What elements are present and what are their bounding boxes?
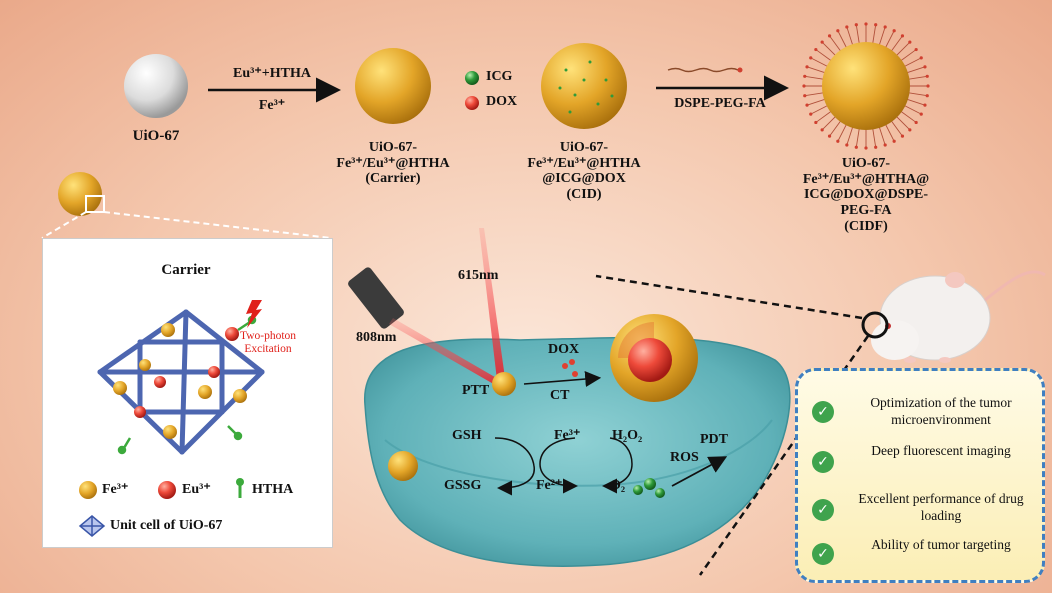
legend-unit-cell-icon [78, 515, 106, 537]
label-cid: UiO-67-Fe³⁺/Eu³⁺@HTHA@ICG@DOX(CID) [527, 140, 641, 203]
uio67-particle [124, 54, 188, 118]
label-icg: ICG [486, 69, 513, 84]
laser-beam-808 [389, 318, 500, 386]
feature-item: ✓ Excellent performance of drug loading [798, 485, 1042, 535]
icg-dot [465, 71, 479, 85]
legend-htha-icon [236, 478, 244, 498]
legend-fe-icon [79, 481, 97, 499]
dox-core [628, 338, 672, 382]
carrier-particle [355, 48, 431, 124]
label-pdt: PDT [700, 432, 728, 447]
legend-eu-label: Eu³⁺ [182, 482, 211, 497]
features-panel: ✓ Optimization of the tumor microenviron… [795, 368, 1045, 583]
zoom-source-particle [58, 172, 102, 216]
dox-dot [465, 96, 479, 110]
check-icon: ✓ [812, 451, 834, 473]
label-uio67: UiO-67 [132, 128, 180, 144]
lattice-fe-ions [113, 323, 247, 439]
tumor-edge-particle [388, 451, 418, 481]
laser-beam-615 [479, 228, 505, 380]
label-gssg: GSSG [444, 478, 482, 493]
mouse-tumor-marker [861, 311, 889, 339]
label-step1-fe: Fe³⁺ [258, 98, 286, 113]
label-cidf: UiO-67-Fe³⁺/Eu³⁺@HTHA@ICG@DOX@DSPE-PEG-F… [802, 156, 930, 234]
excitation-bolt-icon [246, 300, 262, 328]
arrow-ct [523, 371, 602, 388]
cidf-particle [822, 42, 910, 130]
lattice-eu-ions [134, 327, 239, 418]
label-carrier: UiO-67-Fe³⁺/Eu³⁺@HTHA(Carrier) [336, 140, 450, 187]
label-fe3: Fe³⁺ [554, 428, 581, 443]
check-icon: ✓ [812, 401, 834, 423]
arrow-ros [671, 456, 728, 487]
label-h2o2: H₂O₂ [612, 428, 643, 443]
pointer-line-upper [595, 274, 863, 320]
legend-unit-cell-label: Unit cell of UiO-67 [110, 518, 223, 533]
label-fe2: Fe²⁺ [536, 478, 563, 493]
label-dspe-peg-fa: DSPE-PEG-FA [674, 96, 766, 111]
feature-item: ✓ Deep fluorescent imaging [798, 439, 1042, 489]
label-ros: ROS [670, 450, 699, 465]
check-icon: ✓ [812, 499, 834, 521]
label-dox-release: DOX [548, 342, 580, 357]
label-gsh: GSH [452, 428, 482, 443]
label-o2: O₂ [610, 478, 626, 493]
dspe-peg-fa-chain [667, 67, 739, 73]
carrier-title: Carrier [161, 262, 211, 278]
label-ct: CT [550, 388, 570, 403]
cid-particle [541, 43, 627, 129]
label-step1-reagents: Eu³⁺+HTHA [233, 66, 311, 81]
cid-surface-dots [558, 60, 614, 114]
label-ptt: PTT [462, 383, 490, 398]
ptt-particle [492, 372, 516, 396]
label-615nm: 615nm [458, 268, 499, 283]
legend-fe-label: Fe³⁺ [102, 482, 129, 497]
check-icon: ✓ [812, 543, 834, 565]
legend-eu-icon [158, 481, 176, 499]
feature-item: ✓ Optimization of the tumor microenviron… [798, 389, 1042, 439]
mouse-illustration [871, 270, 1046, 363]
legend-htha-label: HTHA [252, 482, 294, 497]
tumor-tissue [364, 336, 791, 567]
label-808nm: 808nm [356, 330, 397, 345]
label-dox: DOX [486, 94, 518, 109]
feature-item: ✓ Ability of tumor targeting [798, 531, 1042, 581]
laser-device-808 [348, 267, 404, 329]
